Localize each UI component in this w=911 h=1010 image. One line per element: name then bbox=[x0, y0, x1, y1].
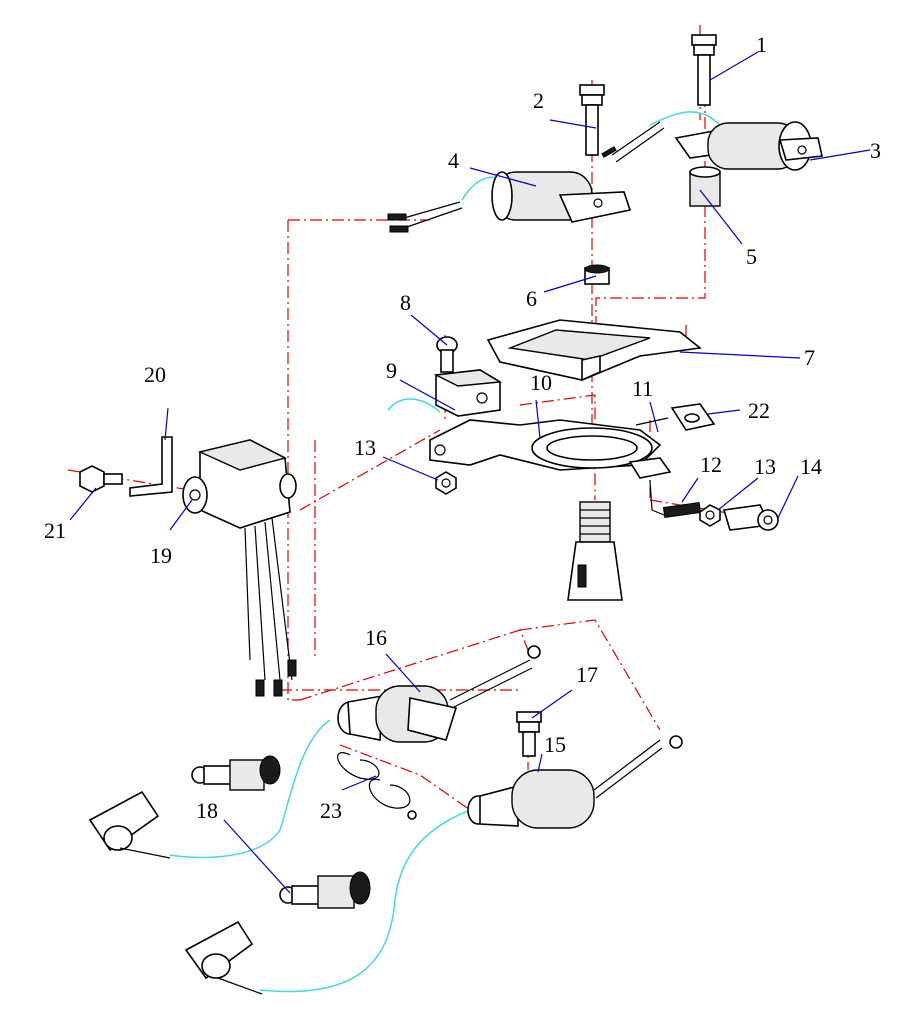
coil-15 bbox=[467, 735, 683, 829]
callout-12: 12 bbox=[700, 452, 722, 477]
nut-13-left bbox=[435, 471, 457, 495]
spacer-6 bbox=[584, 264, 610, 285]
callout-22: 22 bbox=[748, 398, 770, 423]
callout-19: 19 bbox=[150, 543, 172, 568]
callout-3: 3 bbox=[870, 138, 881, 163]
callout-7: 7 bbox=[804, 345, 815, 370]
rod-12 bbox=[649, 479, 702, 519]
mount-post bbox=[567, 501, 623, 601]
callout-16: 16 bbox=[365, 625, 387, 650]
callout-18: 18 bbox=[196, 798, 218, 823]
callout-5: 5 bbox=[746, 244, 757, 269]
callout-23: 23 bbox=[320, 798, 342, 823]
wires bbox=[169, 111, 721, 993]
callout-6: 6 bbox=[526, 286, 537, 311]
callout-13b: 13 bbox=[754, 454, 776, 479]
pin-11 bbox=[635, 417, 669, 426]
nut-13-right bbox=[699, 504, 721, 527]
bolt-2 bbox=[579, 84, 605, 156]
ignition-coil-4 bbox=[387, 171, 632, 233]
bolt-1 bbox=[691, 34, 717, 106]
callout-4: 4 bbox=[448, 148, 459, 173]
callout-20: 20 bbox=[144, 362, 166, 387]
bracket-20 bbox=[129, 436, 173, 497]
bracket-link bbox=[628, 457, 672, 479]
callout-14: 14 bbox=[800, 454, 822, 479]
callout-13a: 13 bbox=[354, 435, 376, 460]
mount-plate-10 bbox=[429, 419, 662, 471]
clip-22 bbox=[670, 403, 716, 431]
rod-end-14 bbox=[722, 504, 779, 531]
screw-8 bbox=[436, 336, 458, 373]
bracket-7 bbox=[486, 319, 702, 382]
plug-boot-lower bbox=[184, 920, 263, 995]
clip-23 bbox=[337, 752, 417, 820]
callout-10: 10 bbox=[530, 370, 552, 395]
callout-11: 11 bbox=[632, 376, 653, 401]
cdi-module-19 bbox=[182, 439, 297, 697]
fitting-21 bbox=[79, 465, 123, 493]
callout-21: 21 bbox=[44, 518, 66, 543]
callout-17: 17 bbox=[576, 662, 598, 687]
callout-15: 15 bbox=[544, 732, 566, 757]
plug-boot-upper bbox=[88, 790, 171, 859]
callout-8: 8 bbox=[400, 290, 411, 315]
spark-plug-18-lower bbox=[279, 871, 371, 909]
leader-lines bbox=[69, 51, 871, 894]
coil-16 bbox=[337, 645, 541, 743]
ignition-coil-3 bbox=[601, 121, 823, 171]
spark-plug-18-upper bbox=[191, 755, 281, 791]
block-9 bbox=[433, 369, 503, 417]
callout-1: 1 bbox=[756, 32, 767, 57]
callout-labels: 1 2 3 4 5 6 7 8 9 10 11 12 13 13 14 15 1… bbox=[44, 32, 881, 823]
bolt-17 bbox=[516, 711, 542, 757]
callout-2: 2 bbox=[533, 88, 544, 113]
spacer-5 bbox=[689, 166, 721, 207]
callout-9: 9 bbox=[386, 358, 397, 383]
